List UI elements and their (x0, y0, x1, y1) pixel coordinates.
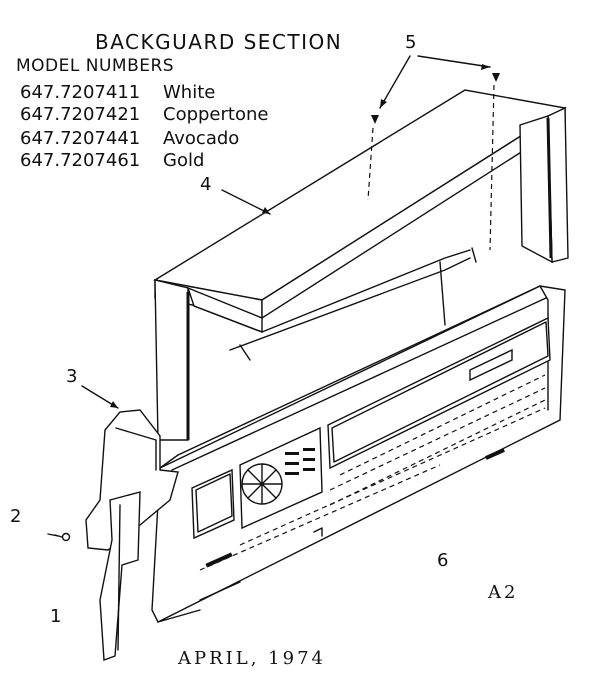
callout-4: 4 (200, 174, 212, 195)
part-1-trim-strip (99, 491, 141, 661)
callout-5: 5 (405, 32, 417, 53)
model-number-2: 647.7207441 (20, 128, 141, 149)
part-3-bracket (85, 409, 179, 551)
part-4-backguard-frame (153, 89, 569, 441)
model-color-3: Gold (163, 150, 205, 171)
part-2-screw (54, 532, 71, 542)
callout-3: 3 (66, 366, 78, 387)
leader-lines (47, 55, 491, 537)
model-color-1: Coppertone (163, 104, 269, 125)
callout-2: 2 (10, 506, 22, 527)
drawing-code: A2 (488, 582, 519, 603)
model-number-0: 647.7207411 (20, 82, 141, 103)
part-5-screws (367, 73, 500, 251)
model-number-3: 647.7207461 (20, 150, 141, 171)
part-6-control-panel (151, 285, 566, 623)
callout-1: 1 (50, 606, 62, 627)
callout-6: 6 (437, 550, 449, 571)
model-color-0: White (163, 82, 216, 103)
model-color-2: Avocado (163, 128, 240, 149)
model-number-1: 647.7207421 (20, 104, 141, 125)
section-title: BACKGUARD SECTION (95, 30, 343, 54)
issue-date: APRIL, 1974 (178, 648, 326, 669)
models-heading: MODEL NUMBERS (16, 56, 175, 76)
